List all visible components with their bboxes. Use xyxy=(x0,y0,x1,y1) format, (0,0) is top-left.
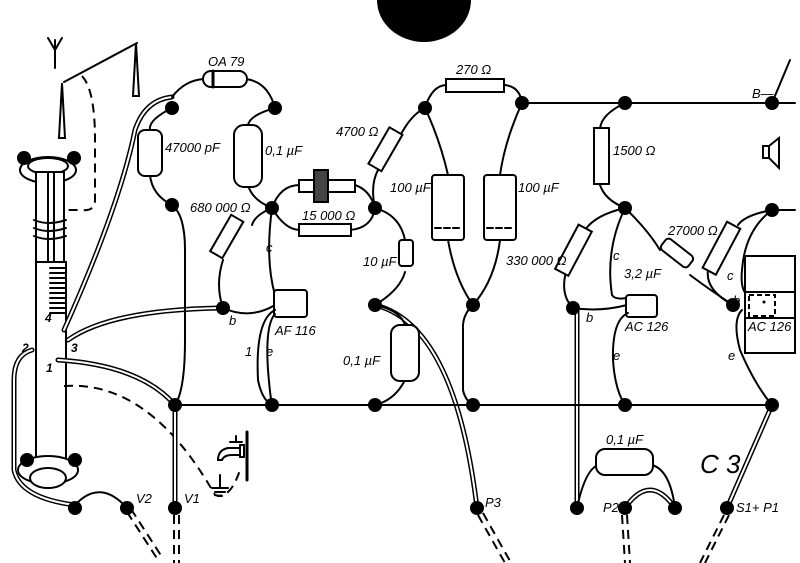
pin-b-t1: b xyxy=(229,313,236,328)
resistor-1500 xyxy=(593,127,610,185)
antenna-lead xyxy=(60,75,96,212)
terminal-p3: P3 xyxy=(485,495,502,510)
outgoing-cables xyxy=(126,508,730,563)
pin-1-t1: 1 xyxy=(245,344,252,359)
terminal-s1-p1: S1+ P1 xyxy=(736,500,779,515)
shielded-cables xyxy=(11,94,775,511)
pin-e-t2: e xyxy=(613,348,620,363)
terminal-p2: P2 xyxy=(603,500,620,515)
label-r15k: 15 000 Ω xyxy=(302,208,355,223)
ground-icon xyxy=(211,474,229,497)
coil-pin-4: 4 xyxy=(44,311,52,325)
water-tap-icon xyxy=(216,430,249,482)
terminal-b: B— xyxy=(752,86,775,101)
label-c2: 0,1 µF xyxy=(265,143,303,158)
pin-b-t2: b xyxy=(586,310,593,325)
terminal-v1: V1 xyxy=(184,491,200,506)
pin-e-t1: e xyxy=(266,344,273,359)
pin-c-t2: c xyxy=(613,248,620,263)
coil-pin-1: 1 xyxy=(46,361,53,375)
label-c100b: 100 µF xyxy=(518,180,560,195)
capacitor-47000pf xyxy=(137,129,163,177)
capacitor-10uf xyxy=(398,239,414,267)
resistor-27000 xyxy=(701,220,742,277)
resistor-15000 xyxy=(298,223,352,237)
diagram-title: C 3 xyxy=(700,449,741,479)
antenna-icon xyxy=(47,37,141,139)
heatsink xyxy=(744,255,796,354)
label-c01low: 0,1 µF xyxy=(606,432,644,447)
label-r1500: 1500 Ω xyxy=(613,143,656,158)
capacitor-0-1uf-low xyxy=(595,448,654,476)
resistor-330000 xyxy=(553,223,594,278)
capacitor-100uf-b xyxy=(483,174,517,241)
label-c100a: 100 µF xyxy=(390,180,432,195)
pin-c-t1: c xyxy=(266,240,273,255)
label-c32: 3,2 µF xyxy=(624,266,662,281)
transistor-ac126-2 xyxy=(748,294,776,317)
coil-pin-3: 3 xyxy=(71,341,78,355)
coil-dashed-lead xyxy=(63,384,241,497)
mounting-hole xyxy=(377,0,471,42)
label-t2: AC 126 xyxy=(624,319,669,334)
label-r27k: 27000 Ω xyxy=(667,223,718,238)
label-diode: OA 79 xyxy=(208,54,244,69)
pin-c-t3: c xyxy=(727,268,734,283)
label-c10: 10 µF xyxy=(363,254,398,269)
diode-oa79 xyxy=(202,70,248,88)
ferrite-rod-coil xyxy=(17,151,82,489)
capacitor-0-1uf-mid xyxy=(390,324,420,382)
speaker-icon xyxy=(762,135,780,171)
label-r680k: 680 000 Ω xyxy=(190,200,251,215)
transistor-af116 xyxy=(273,289,308,318)
resistor-4700 xyxy=(367,125,404,173)
label-c01mid: 0,1 µF xyxy=(343,353,381,368)
pin-e-t3: e xyxy=(728,348,735,363)
resistor-270 xyxy=(445,78,505,93)
label-t3: AC 126 xyxy=(747,319,792,334)
label-r330k: 330 000 Ω xyxy=(506,253,567,268)
capacitor-3-2uf xyxy=(659,237,695,269)
coil-pin-2: 2 xyxy=(21,341,29,355)
label-r4700: 4700 Ω xyxy=(336,124,379,139)
terminal-v2: V2 xyxy=(136,491,153,506)
label-t1: AF 116 xyxy=(274,323,316,338)
transistor-ac126-1 xyxy=(625,294,658,318)
label-r270: 270 Ω xyxy=(455,62,491,77)
resistor-680000 xyxy=(208,213,245,260)
capacitor-0-1uf xyxy=(233,124,263,188)
solder-nodes xyxy=(68,96,779,515)
label-c1: 47000 pF xyxy=(165,140,221,155)
capacitor-100uf-a xyxy=(431,174,465,241)
